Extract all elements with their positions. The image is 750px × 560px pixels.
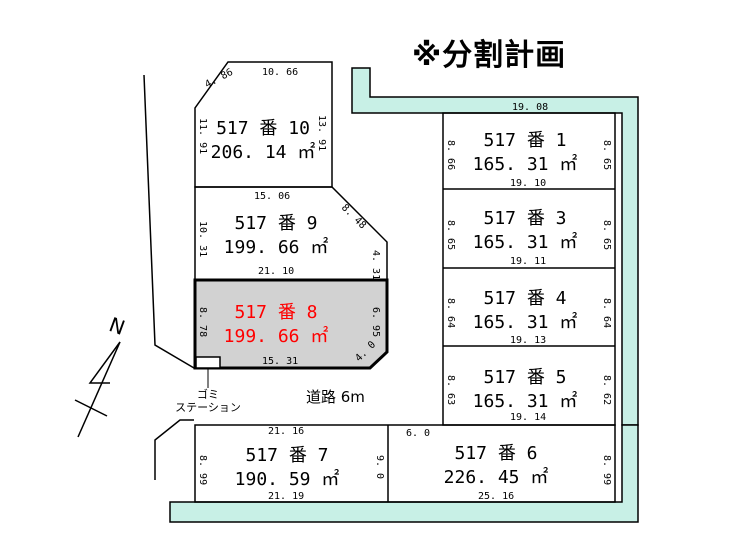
- garbage-station-label-line2: ステーション: [175, 401, 241, 414]
- lot-6-area: 226. 45 ㎡: [444, 466, 549, 488]
- lot-3-area: 165. 31 ㎡: [473, 231, 578, 253]
- lower-left-boundary-line: [154, 419, 194, 480]
- north-arrow-shaft: [77, 341, 121, 438]
- dim-label: 8. 65: [445, 220, 456, 250]
- lot-10-shape: [194, 61, 333, 188]
- dim-label: 6. 0: [406, 428, 430, 439]
- lot-9-area: 199. 66 ㎡: [224, 236, 329, 258]
- dim-label: 19. 14: [510, 412, 546, 423]
- dim-label: 8. 65: [601, 220, 612, 250]
- dim-label: 15. 31: [262, 356, 298, 367]
- dim-label: 8. 63: [445, 375, 456, 405]
- lot-5-area: 165. 31 ㎡: [473, 390, 578, 412]
- dim-label: 8. 64: [445, 298, 456, 328]
- lot-8-area: 199. 66 ㎡: [224, 325, 329, 347]
- north-label: N: [106, 312, 128, 340]
- dim-label: 21. 16: [268, 426, 304, 437]
- north-arrow-tick: [74, 399, 108, 417]
- lot-4-name: 517 番 4: [483, 288, 566, 309]
- lot-4-area: 165. 31 ㎡: [473, 311, 578, 333]
- north-arrow-icon: [74, 341, 121, 438]
- dim-label: 19. 13: [510, 335, 546, 346]
- dim-label: 19. 11: [510, 256, 546, 267]
- dim-label: 8. 66: [445, 140, 456, 170]
- dim-label: 25. 16: [478, 491, 514, 502]
- plan-title: ※分割計画: [412, 38, 567, 73]
- garbage-station-label-line1: ゴミ: [197, 387, 219, 401]
- dim-label: 11. 91: [197, 118, 208, 154]
- bottom-block: [194, 424, 616, 503]
- dim-label: 8. 64: [601, 298, 612, 328]
- lot-5-name: 517 番 5: [483, 367, 566, 388]
- lot-6-name: 517 番 6: [454, 443, 537, 464]
- dim-label: 19. 08: [512, 102, 548, 113]
- dim-label: 6. 95: [370, 307, 381, 337]
- lot-8-name: 517 番 8: [234, 302, 317, 323]
- lot-9-shape: [194, 186, 388, 281]
- dim-label: 8. 62: [601, 375, 612, 405]
- lot-3-name: 517 番 3: [483, 208, 566, 229]
- dim-label: 21. 10: [258, 266, 294, 277]
- dim-label: 15. 06: [254, 191, 290, 202]
- dim-label: 8. 48: [339, 202, 368, 231]
- left-boundary-line: [143, 74, 195, 369]
- north-arrow-head: [88, 341, 121, 384]
- dim-label: 10. 66: [262, 67, 298, 78]
- lot-9-name: 517 番 9: [234, 213, 317, 234]
- lot-7-name: 517 番 7: [245, 445, 328, 466]
- dim-label: 8. 65: [601, 140, 612, 170]
- dim-label: 10. 31: [197, 221, 208, 257]
- bottom-block-outline: [194, 424, 616, 503]
- dim-label: 13. 91: [316, 115, 327, 151]
- lot-1-name: 517 番 1: [483, 130, 566, 151]
- dim-label: 8. 78: [197, 307, 208, 337]
- lot-10-area: 206. 14 ㎡: [211, 141, 316, 163]
- road-label: 道路 6m: [306, 388, 365, 406]
- dim-label: 8. 99: [601, 455, 612, 485]
- dim-label: 4. 86: [203, 67, 235, 91]
- lot-10-name: 517 番 10: [216, 118, 310, 139]
- dim-label: 19. 10: [510, 178, 546, 189]
- garbage-station-box: [195, 356, 221, 369]
- dim-label: 21. 19: [268, 491, 304, 502]
- dim-label: 9. 0: [374, 455, 385, 479]
- lot-1-area: 165. 31 ㎡: [473, 153, 578, 175]
- dim-label: 8. 99: [197, 455, 208, 485]
- lot-7-area: 190. 59 ㎡: [235, 468, 340, 490]
- dim-label: 4. 31: [370, 250, 381, 280]
